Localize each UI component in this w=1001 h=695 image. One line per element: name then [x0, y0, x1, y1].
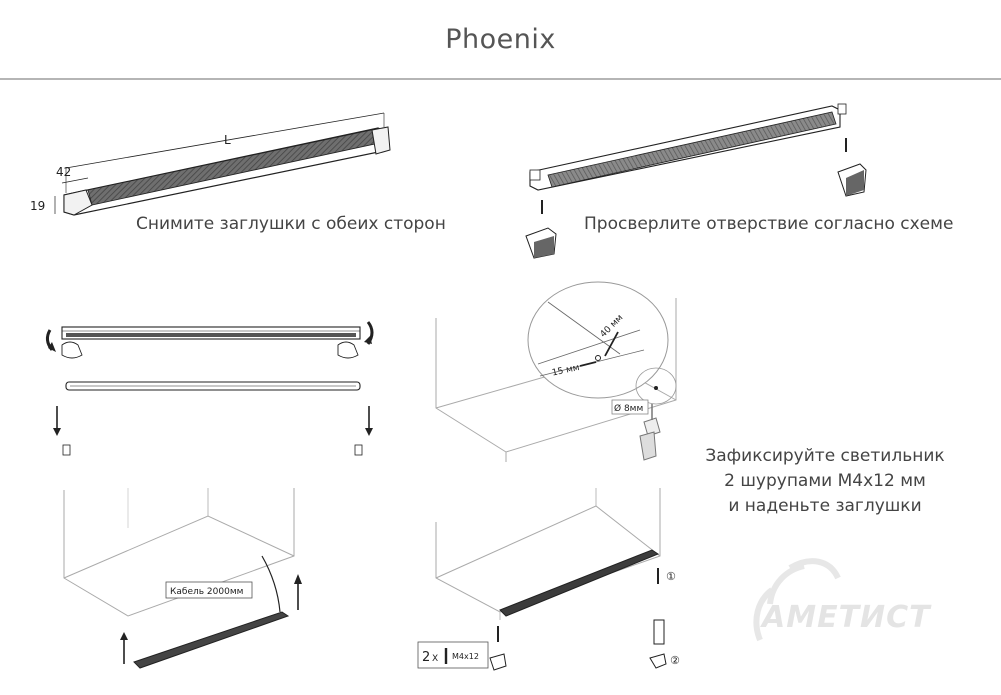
detail-magnifier	[527, 281, 669, 399]
hole-diameter-label: Ø 8мм	[614, 403, 643, 414]
luminaire-diffuser	[547, 111, 837, 188]
mounting-diagram: ① ② 2 X M4x12	[417, 488, 680, 671]
cable	[261, 555, 281, 613]
logo-emblem	[753, 558, 841, 642]
screw-spec-box	[417, 641, 489, 669]
screw-count: 2	[422, 650, 430, 665]
luminaire-dimension-drawing: L 42 19	[30, 112, 391, 216]
cap-right	[354, 444, 363, 456]
page-title: Phoenix	[445, 24, 556, 55]
luminaire-under-cabinet	[133, 611, 290, 669]
step-marker-2: ②	[670, 654, 680, 667]
caption-fix-line-2: 2 шурупами М4х12 мм	[724, 471, 926, 491]
cap-left	[62, 444, 71, 456]
end-cap-left	[489, 653, 507, 671]
height-label: 19	[30, 199, 45, 213]
luminaire-diffuser	[87, 128, 385, 206]
end-cap-right	[371, 126, 391, 155]
luminaire-caps-removed	[525, 103, 867, 259]
drill-icon	[639, 404, 661, 461]
caption-fix-line-1: Зафиксируйте светильник	[705, 446, 945, 466]
mounted-luminaire	[499, 549, 660, 617]
caption-fix-line-3: и наденьте заглушки	[728, 496, 922, 516]
hand-right	[337, 341, 359, 359]
caption-remove-caps: Снимите заглушки с обеих сторон	[136, 214, 446, 234]
cable-length-label: Кабель 2000мм	[170, 587, 243, 597]
cable-routing-diagram: Кабель 2000мм	[63, 488, 302, 669]
caption-fix-luminaire: Зафиксируйте светильник 2 шурупами М4х12…	[690, 444, 960, 519]
drilling-diagram: 40 мм 15 мм Ø 8мм	[435, 281, 677, 462]
screw-spec: M4x12	[452, 652, 479, 661]
luminaire-end-profile	[653, 619, 665, 645]
cap-removal-sequence	[45, 321, 374, 456]
title-divider	[0, 78, 1001, 80]
logo: АМЕТИСТ	[762, 600, 931, 635]
width-label: 42	[56, 165, 71, 179]
end-cap-right	[649, 653, 667, 669]
step-marker-1: ①	[666, 570, 676, 583]
screw-times: X	[432, 654, 438, 664]
caption-drill-hole: Просверлите отверствие согласно схеме	[584, 214, 954, 234]
hand-left	[61, 341, 83, 359]
end-cap-left	[63, 189, 93, 216]
length-dimension-line	[65, 112, 385, 169]
length-label: L	[224, 133, 231, 147]
